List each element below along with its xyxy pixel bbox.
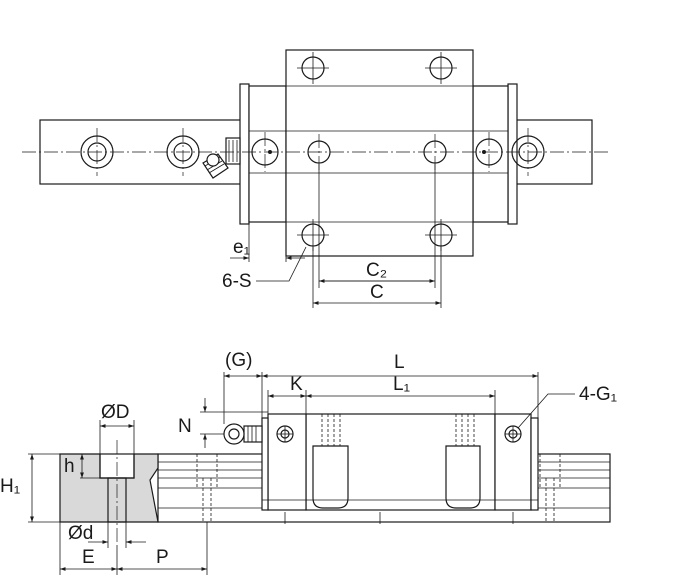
top-view: e₁ 6-S C₂ C	[22, 49, 610, 308]
grease-nipple-icon	[202, 137, 241, 179]
side-block-body	[305, 413, 496, 511]
dim-c: C	[312, 247, 442, 308]
dim-k: K	[267, 374, 307, 414]
label-h: h	[64, 456, 75, 477]
side-view: (G) L K L₁ 4-G₁	[157, 350, 617, 524]
dim-l: L	[262, 352, 539, 418]
label-od: ØD	[101, 402, 130, 423]
rail-section: ØD h H₁ Ød	[0, 402, 208, 575]
dim-c2: C₂	[318, 164, 436, 288]
label-c2: C₂	[366, 260, 387, 281]
top-end-cap-right	[472, 85, 509, 223]
block-hidden-hole-right	[445, 414, 481, 509]
label-h1: H₁	[0, 476, 20, 497]
dim-e1: e₁	[230, 222, 305, 262]
label-4-g1: 4-G₁	[579, 384, 617, 405]
dim-e: E	[59, 522, 118, 575]
side-end-seal-right	[530, 417, 539, 511]
label-p: P	[156, 547, 169, 568]
dim-h: h	[64, 453, 100, 479]
label-6-s: 6-S	[222, 271, 252, 292]
dim-g: (G)	[223, 350, 263, 424]
side-grease-nipple-icon	[223, 423, 263, 445]
label-n: N	[178, 416, 192, 437]
grease-fitting-left-icon	[276, 425, 294, 443]
dim-h1: H₁	[0, 453, 60, 523]
label-g: (G)	[225, 350, 252, 371]
dim-l1: L₁	[306, 374, 496, 414]
top-end-seal-left	[239, 83, 250, 225]
label-d: Ød	[68, 523, 93, 544]
label-e: E	[82, 547, 95, 568]
label-c: C	[370, 282, 384, 303]
rail-hidden-hole-left	[196, 454, 218, 522]
dim-od: ØD	[99, 402, 135, 454]
label-e1: e₁	[233, 237, 250, 258]
leader-4g1: 4-G₁	[517, 384, 617, 429]
label-l: L	[394, 352, 405, 373]
leader-6s: 6-S	[222, 246, 307, 292]
label-l1: L₁	[393, 374, 410, 395]
tapped-hole-1	[297, 52, 329, 84]
tapped-hole-2	[425, 52, 457, 84]
top-end-cap-left	[248, 85, 287, 223]
side-end-seal-left	[261, 417, 269, 511]
tapped-hole-6	[425, 219, 457, 251]
block-hidden-hole-left	[312, 414, 349, 509]
label-k: K	[290, 374, 303, 395]
dim-p: P	[117, 522, 208, 575]
rail-hidden-hole-right	[539, 454, 561, 522]
side-end-cap-left	[267, 413, 307, 511]
dim-n: N	[178, 398, 268, 448]
dim-d: Ød	[68, 522, 146, 548]
grease-fitting-right-icon	[504, 425, 522, 443]
rail-section-body	[59, 453, 159, 523]
tapped-hole-5	[297, 219, 329, 251]
